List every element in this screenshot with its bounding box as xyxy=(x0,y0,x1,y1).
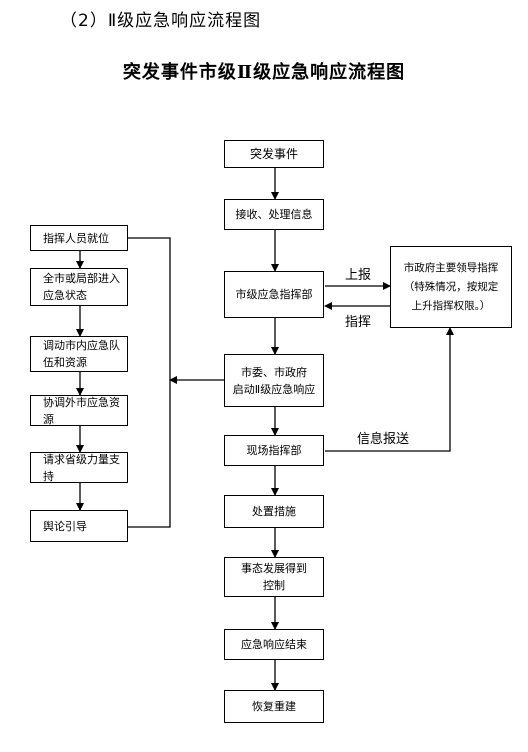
controlled-box: 事态发展得到 控制 xyxy=(224,557,324,597)
report-label: 上报 xyxy=(345,268,372,283)
info-report-label: 信息报送 xyxy=(357,432,410,447)
controlled-label-line2: 控制 xyxy=(263,579,285,592)
recover-box: 恢复重建 xyxy=(224,690,324,723)
deploy-label-line1: 调动市内应急队 xyxy=(43,339,120,352)
launch-label-line2: 启动Ⅱ级应急响应 xyxy=(232,382,316,396)
receive-label: 接收、处理信息 xyxy=(235,208,313,221)
command-box: 市级应急指挥部 xyxy=(224,271,324,318)
arrow-info-report xyxy=(325,327,454,452)
request-label: 请求省级力量支持 xyxy=(43,452,120,483)
section-heading: （2）Ⅱ级应急响应流程图 xyxy=(60,11,262,31)
deploy-box: 调动市内应急队 伍和资源 xyxy=(30,336,128,372)
field-command-label: 现场指挥部 xyxy=(246,444,302,457)
leader-box: 市政府主要领导指挥 （特殊情况，按规定 上升指挥权限。） xyxy=(390,246,512,328)
media-label: 舆论引导 xyxy=(43,519,87,533)
event-box: 突发事件 xyxy=(224,140,324,168)
end-label: 应急响应结束 xyxy=(241,638,307,651)
measures-box: 处置措施 xyxy=(224,495,324,528)
emergency-state-label-line2: 应急状态 xyxy=(43,289,87,302)
emergency-state-box: 全市或局部进入 应急状态 xyxy=(30,268,128,306)
deploy-label-line2: 伍和资源 xyxy=(43,356,87,369)
coordinate-box: 协调外市应急资源 xyxy=(30,395,128,426)
staff-label: 指挥人员就位 xyxy=(43,231,109,245)
field-command-box: 现场指挥部 xyxy=(224,435,324,466)
direct-label: 指挥 xyxy=(345,315,372,330)
emergency-state-label-line1: 全市或局部进入 xyxy=(43,272,120,285)
event-label: 突发事件 xyxy=(249,146,298,161)
side-collector-top xyxy=(128,237,171,528)
command-label: 市级应急指挥部 xyxy=(235,288,313,301)
leader-label-line2: （特殊情况，按规定 xyxy=(403,280,499,293)
launch-box: 市委、市政府 启动Ⅱ级应急响应 xyxy=(224,354,324,407)
coordinate-label: 协调外市应急资源 xyxy=(43,395,120,426)
media-box: 舆论引导 xyxy=(30,510,128,542)
launch-label-line1: 市委、市政府 xyxy=(241,365,307,379)
recover-label: 恢复重建 xyxy=(252,700,296,713)
controlled-label-line1: 事态发展得到 xyxy=(241,562,307,575)
leader-label-line3: 上升指挥权限。） xyxy=(411,299,491,312)
flowchart-title: 突发事件市级Ⅱ级应急响应流程图 xyxy=(122,62,406,83)
leader-label-line1: 市政府主要领导指挥 xyxy=(403,261,499,274)
measures-label: 处置措施 xyxy=(252,505,296,518)
request-box: 请求省级力量支持 xyxy=(30,452,128,483)
staff-box: 指挥人员就位 xyxy=(30,225,128,251)
end-box: 应急响应结束 xyxy=(224,629,324,660)
receive-box: 接收、处理信息 xyxy=(224,199,324,230)
